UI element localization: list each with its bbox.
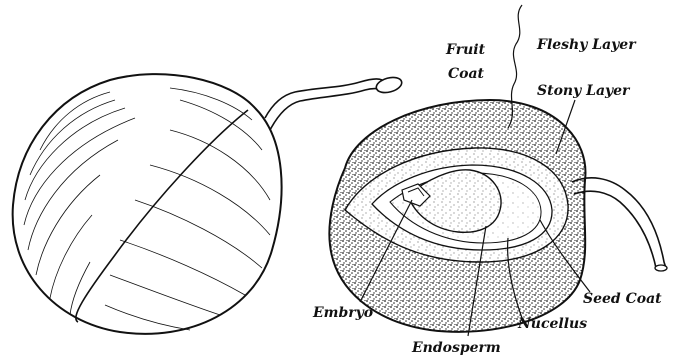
- fruit-coat-label-line2: Coat: [448, 66, 485, 82]
- fruit-coat-label-line1: Fruit: [445, 42, 486, 58]
- label-fruit-coat: Fruit Coat: [445, 42, 486, 82]
- stony-layer-label: Stony Layer: [537, 83, 631, 99]
- fleshy-layer-label: Fleshy Layer: [536, 37, 637, 53]
- embryo-label: Embryo: [312, 305, 373, 321]
- endosperm-label: Endosperm: [411, 340, 501, 356]
- seed-coat-label: Seed Coat: [583, 291, 662, 307]
- nucellus-label: Nucellus: [517, 316, 587, 332]
